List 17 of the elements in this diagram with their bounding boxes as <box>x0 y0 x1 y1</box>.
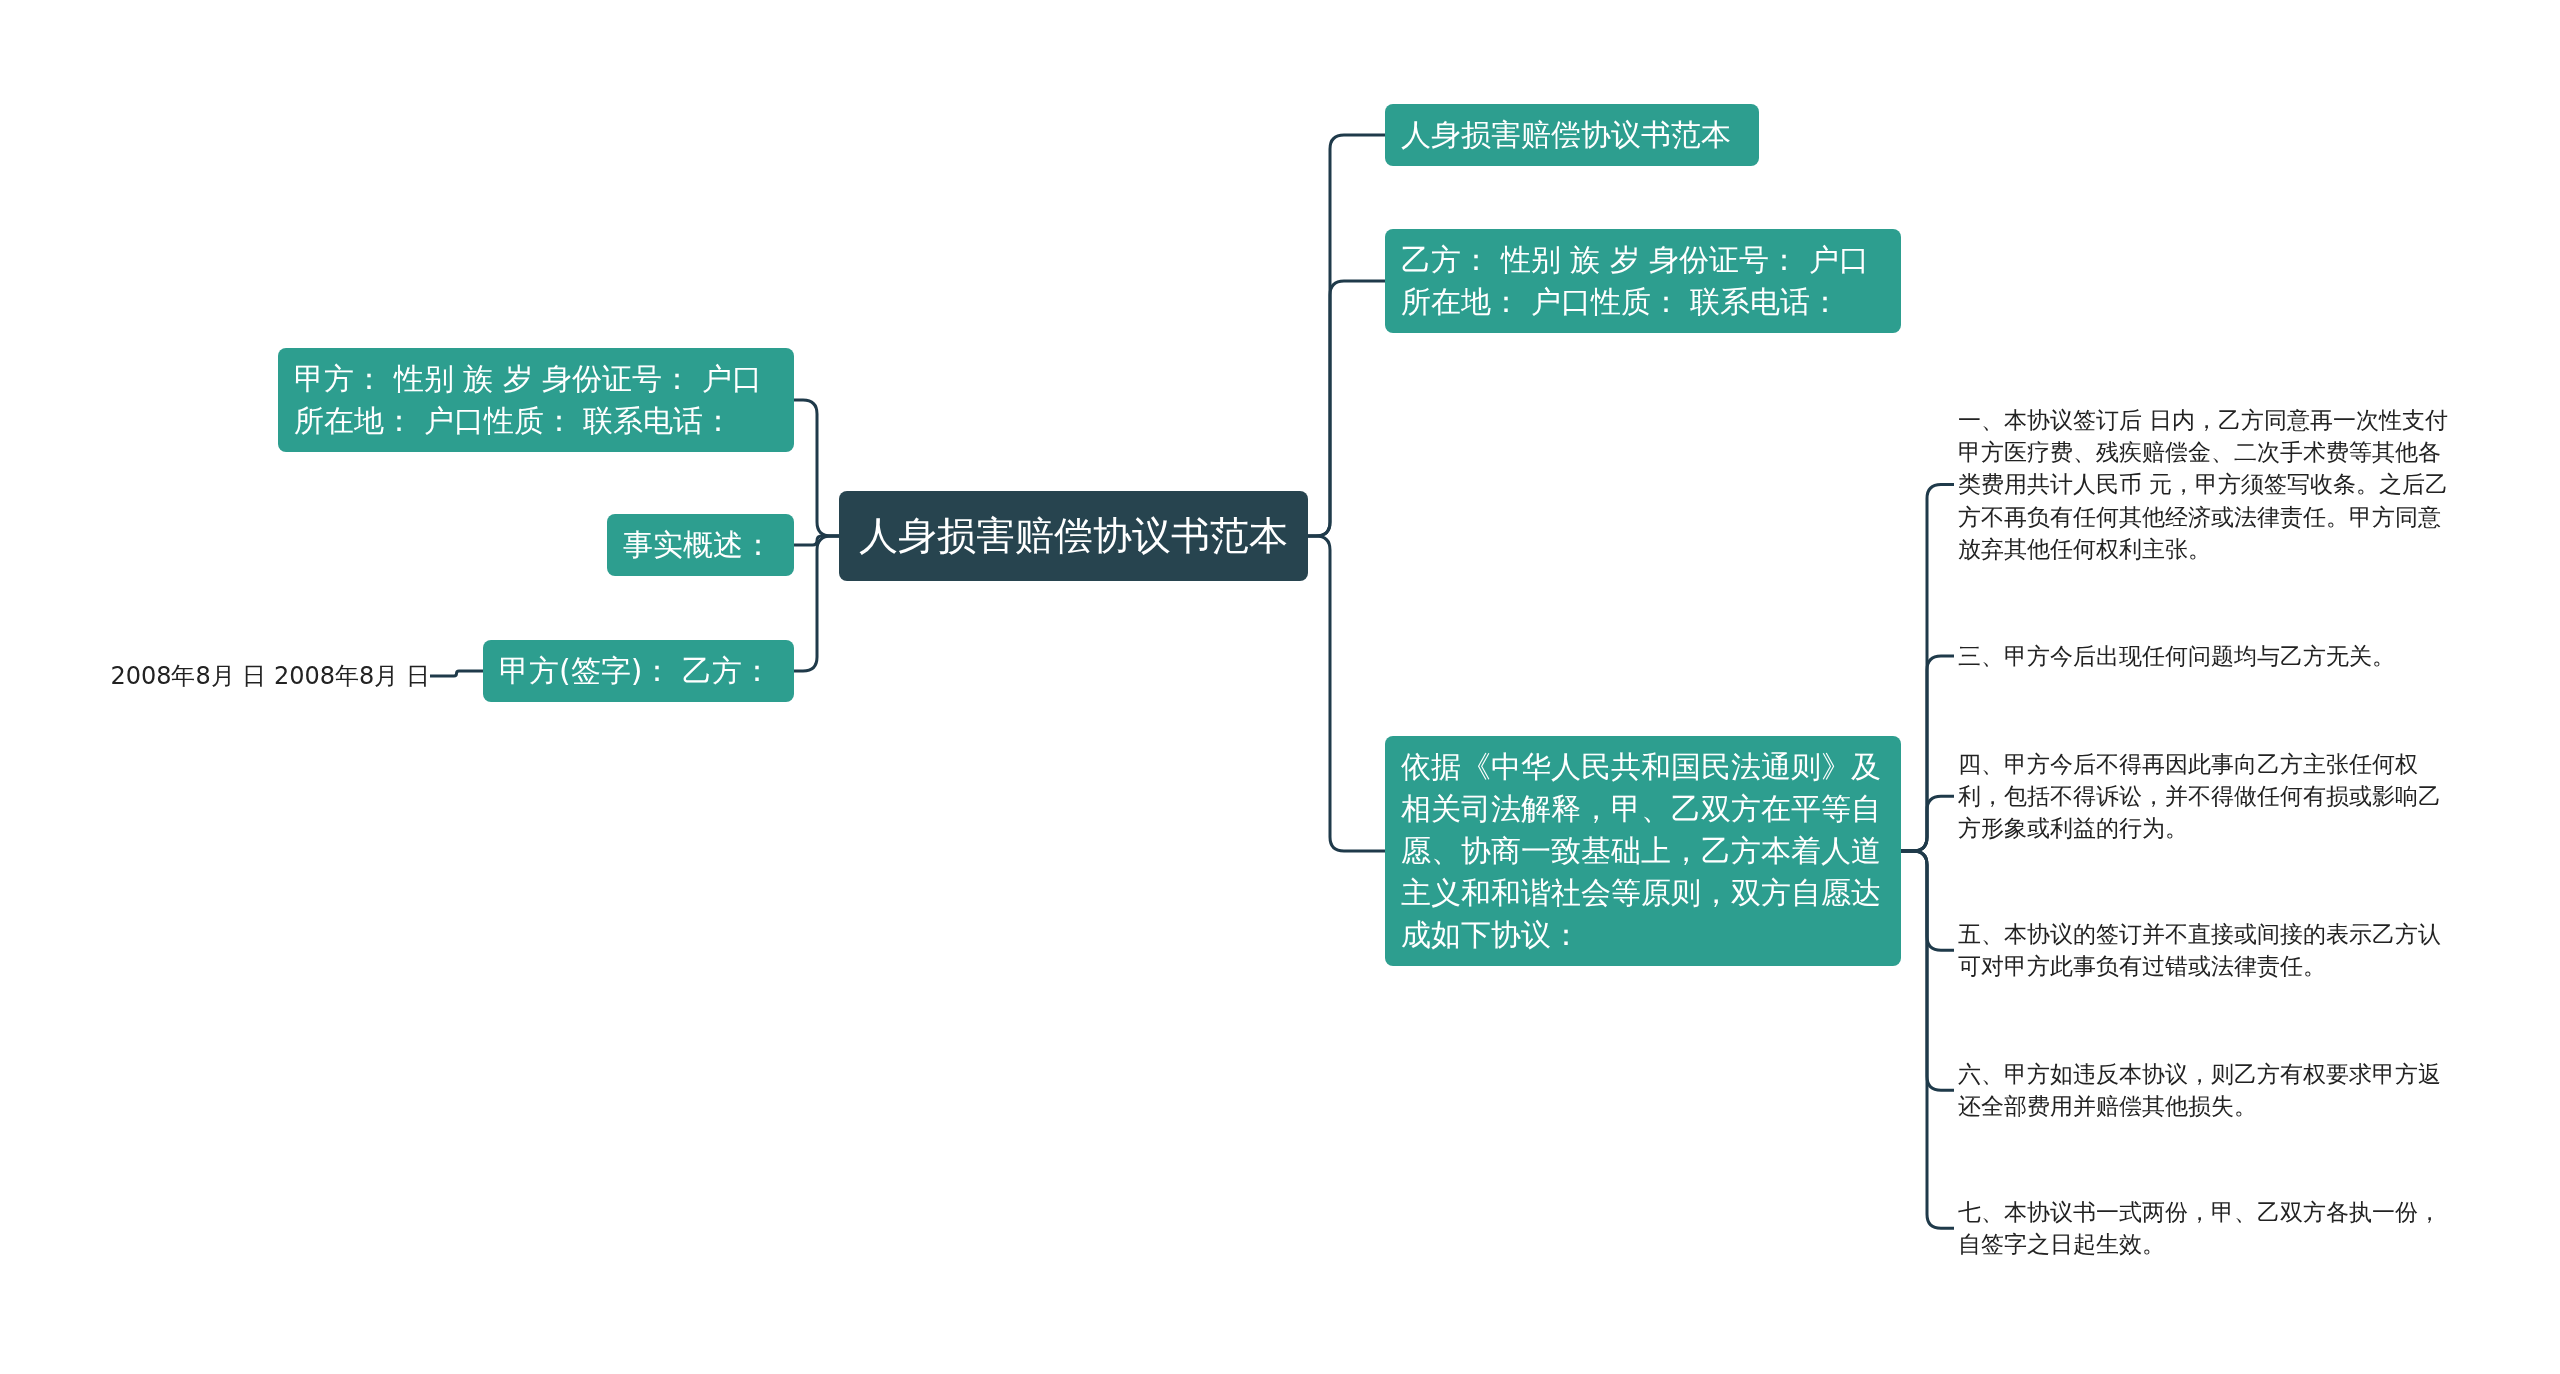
subtopic-text: 四、甲方今后不得再因此事向乙方主张任何权利，包括不得诉讼，并不得做任何有损或影响乙方形象或利益的行为。 <box>1954 748 2454 845</box>
connector-line <box>1308 534 1385 853</box>
subtopic-text: 五、本协议的签订并不直接或间接的表示乙方认可对甲方此事负有过错或法律责任。 <box>1954 918 2454 983</box>
subtopic-text: 六、甲方如违反本协议，则乙方有权要求甲方返还全部费用并赔偿其他损失。 <box>1954 1058 2454 1123</box>
connector-line <box>794 534 839 673</box>
topic-box: 甲方(签字)： 乙方： <box>483 640 794 702</box>
topic-box: 甲方： 性别 族 岁 身份证号： 户口所在地： 户口性质： 联系电话： <box>278 348 794 452</box>
subtopic-text: 三、甲方今后出现任何问题均与乙方无关。 <box>1954 640 2454 673</box>
topic-box: 事实概述： <box>607 514 794 576</box>
central-topic: 人身损害赔偿协议书范本 <box>839 491 1308 581</box>
connector-line <box>430 669 483 678</box>
topic-box: 依据《中华人民共和国民法通则》及相关司法解释，甲、乙双方在平等自愿、协商一致基础上，乙方本着人道主义和和谐社会等原则，双方自愿达成如下协议： <box>1385 736 1901 966</box>
subtopic-text: 七、本协议书一式两份，甲、乙双方各执一份，自签字之日起生效。 <box>1954 1196 2454 1261</box>
subtopic-text: 一、本协议签订后 日内，乙方同意再一次性支付甲方医疗费、残疾赔偿金、二次手术费等其他各类费用共计人民币 元，甲方须签写收条。之后乙方不再负有任何其他经济或法律责任。甲方同意放弃其他任何权利主张。 <box>1954 404 2454 565</box>
date-text: 2008年8月 日 2008年8月 日 <box>110 660 430 692</box>
topic-box: 人身损害赔偿协议书范本 <box>1385 104 1759 166</box>
topic-box: 乙方： 性别 族 岁 身份证号： 户口所在地： 户口性质： 联系电话： <box>1385 229 1901 333</box>
